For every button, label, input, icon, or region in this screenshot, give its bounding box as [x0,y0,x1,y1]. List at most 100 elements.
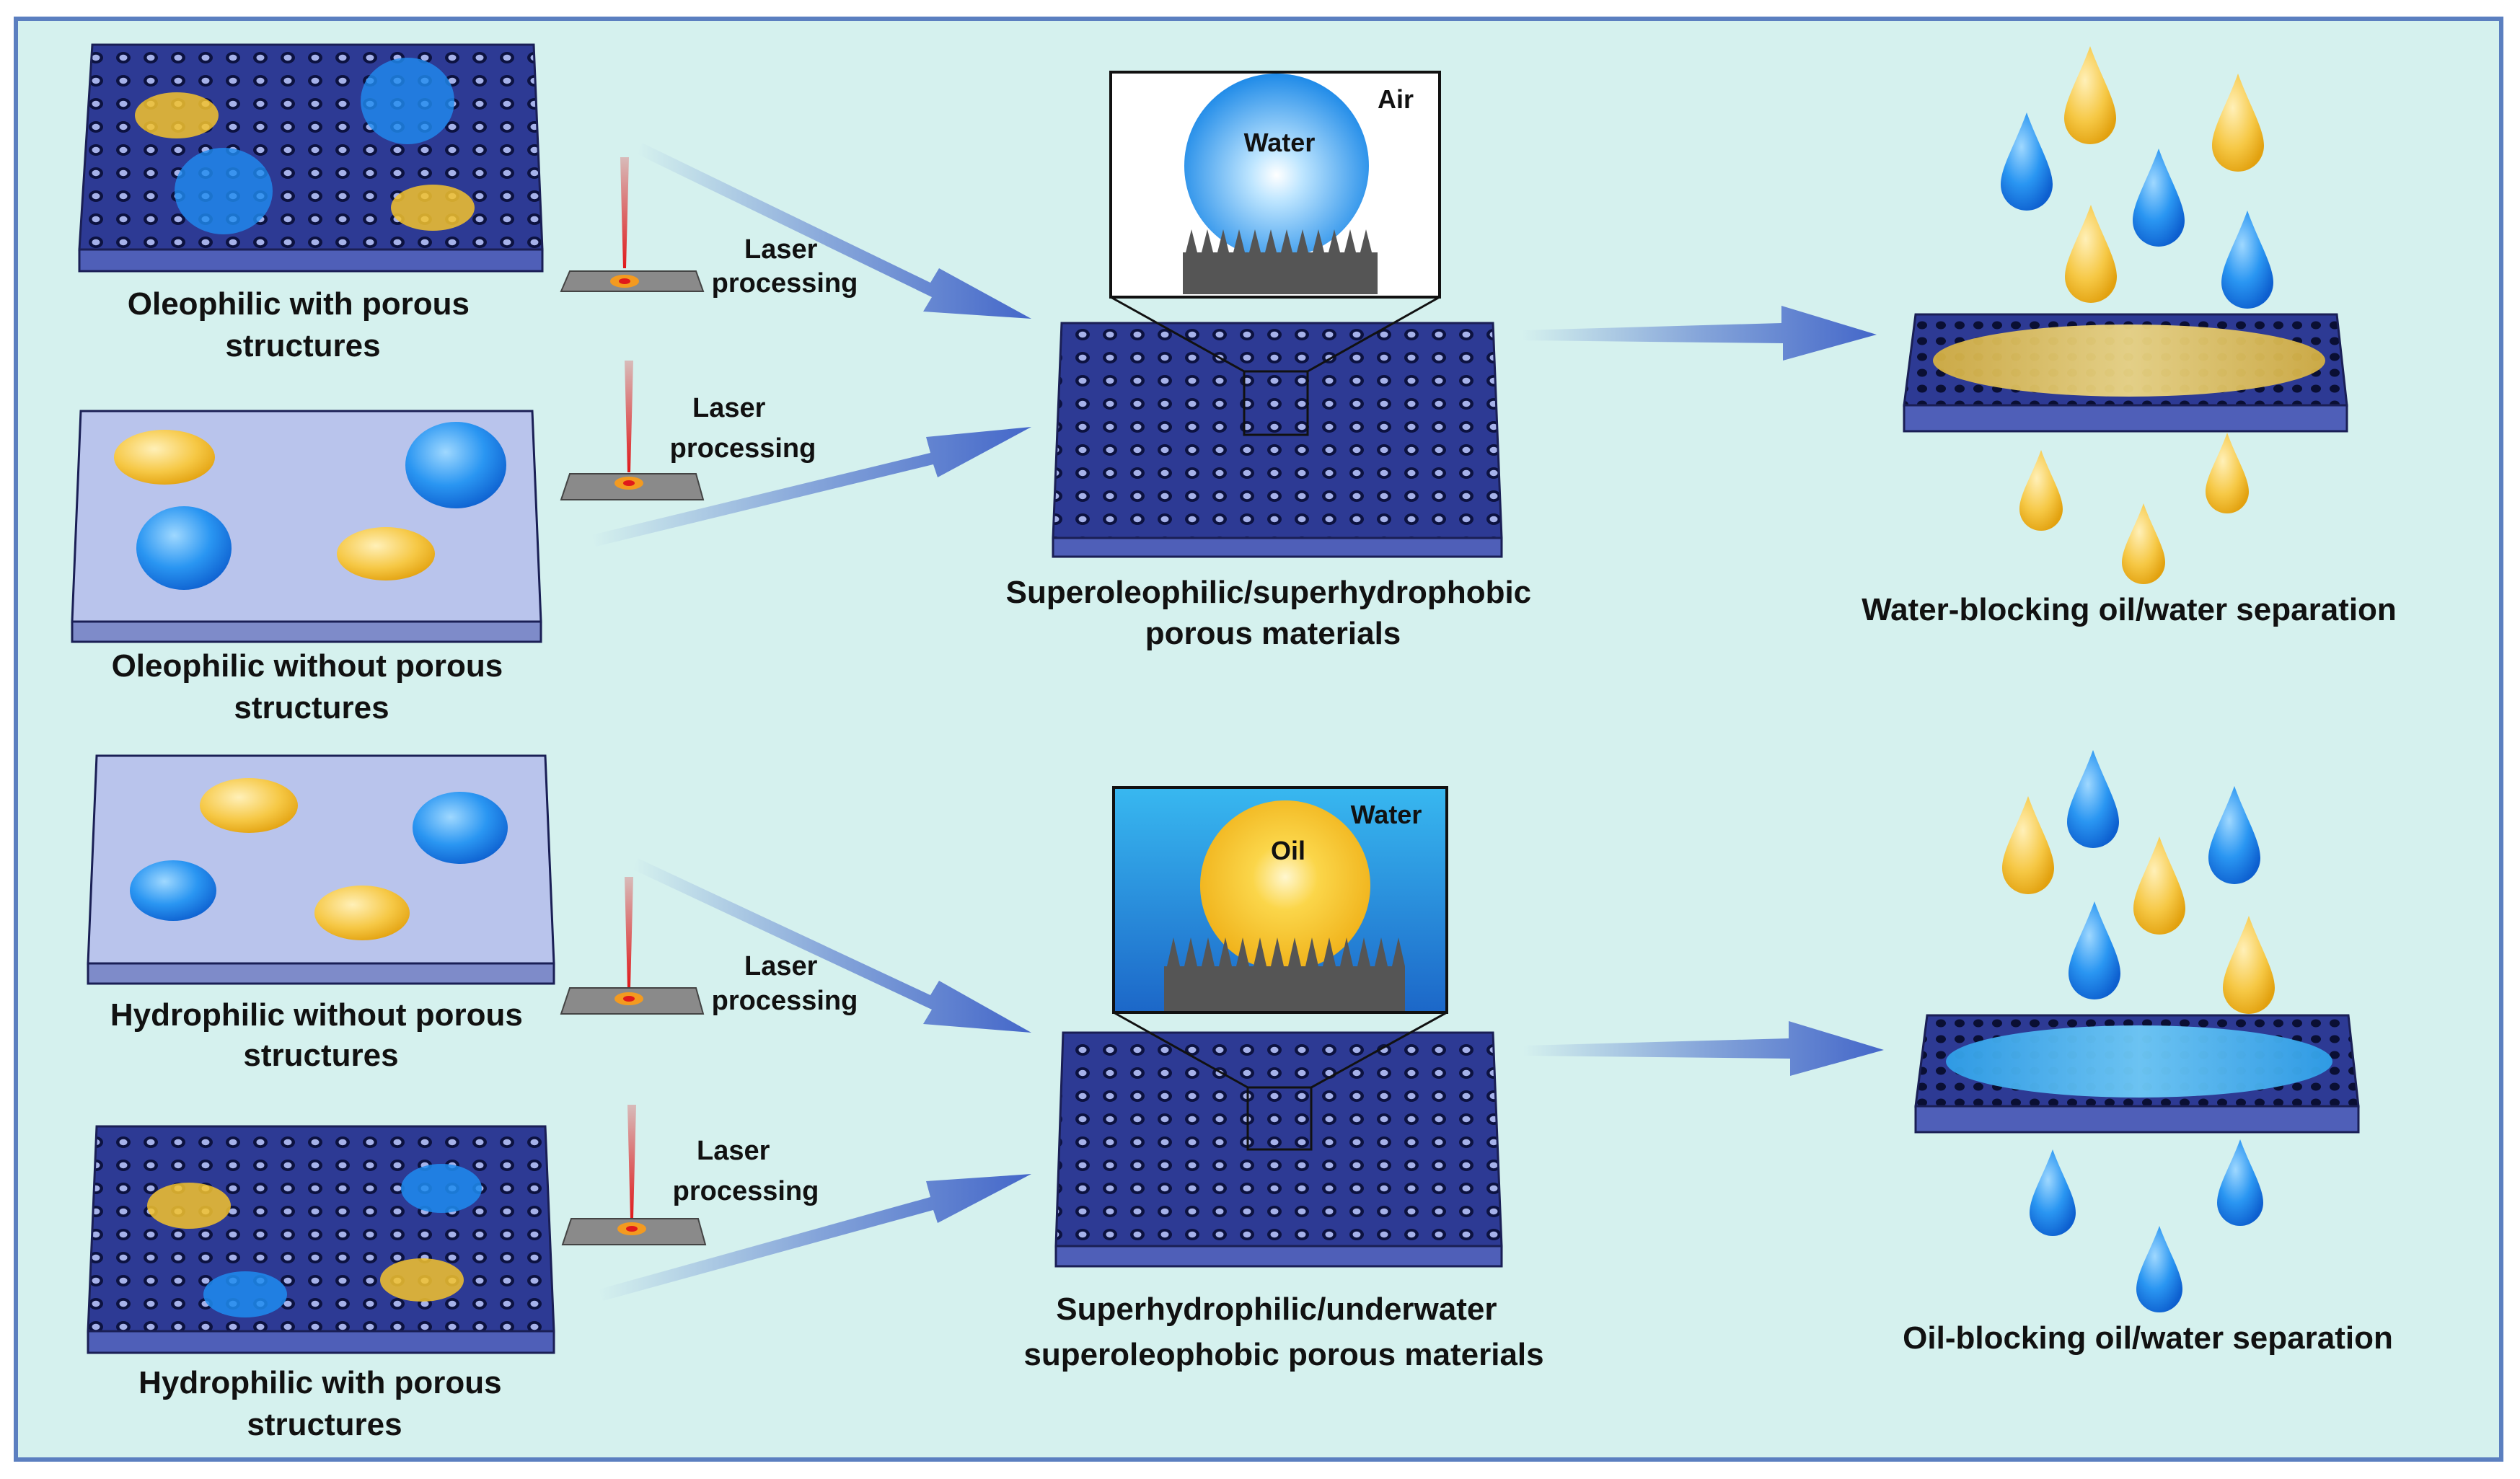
zoom-line [1113,1011,1248,1089]
water-drop-icon [2001,112,2053,211]
oil-spot [200,778,298,833]
droplets-below-bottom [2030,1139,2263,1312]
micro-pillars-base [1183,252,1378,294]
droplets-below-top [2019,433,2249,584]
micro-pillars [1186,229,1372,252]
laser-station-3 [560,877,705,1015]
laser-beam-icon [625,877,633,988]
zoom-line [1110,296,1245,373]
water-drop-icon [2069,901,2120,999]
oil-film [1933,325,2325,397]
laser-spot-core [626,1226,638,1232]
oil-spot [114,430,215,485]
laser-station-2 [560,361,705,500]
oil-spot [337,527,435,580]
zoom-region [1246,1086,1313,1151]
oil-drop-icon [2133,836,2185,935]
laser-beam-icon [625,361,633,472]
zoom-line [1310,1011,1448,1089]
water-spot [130,860,216,921]
water-drop-icon [2221,211,2273,309]
water-drop-icon [2208,786,2260,884]
slab-side [71,620,542,643]
laser-spot-core [623,996,635,1002]
input-hydrophilic-nonporous [87,754,555,985]
water-drop-icon [2217,1139,2263,1226]
oil-spot [314,886,410,940]
slab-top [87,1125,555,1333]
input-hydrophilic-porous [87,1125,555,1354]
oil-drop-icon [2002,796,2054,894]
slab-side [87,962,555,985]
water-drop-icon [2136,1226,2182,1312]
inset-label-oil: Oil [1271,836,1305,865]
droplets-above-bottom [2002,750,2275,1014]
laser-label-2: Laser processing [670,393,816,464]
slab-top [78,43,544,251]
laser-beam-icon [620,157,629,268]
membrane-side [1903,404,2348,433]
zoom-line [1307,296,1440,373]
inset-air-water: Air Water [1109,71,1441,299]
oil-spot [135,92,219,138]
process-arrow [591,427,1031,547]
water-droplet [1184,74,1369,258]
water-spot [401,1164,482,1213]
laser-spot-core [623,480,635,486]
caption-superhydrophobic: Superoleophilic/superhydrophobic porous … [1006,575,1541,651]
slab-side [78,248,544,273]
process-arrow [599,1174,1031,1301]
process-arrow [1522,306,1877,361]
oil-drop-icon [2212,74,2264,172]
water-film [1946,1025,2332,1098]
laser-label-4: Laser processing [673,1136,819,1206]
droplets-above-top [2001,46,2273,309]
process-arrow [633,858,1031,1033]
caption-oleophilic-porous: Oleophilic with porous structures [128,286,478,363]
laser-label-3: Laser processing [712,951,858,1016]
caption-superhydrophilic: Superhydrophilic/underwater superoleopho… [1023,1292,1543,1372]
slab-side [87,1330,555,1354]
slab-side [1054,1245,1503,1268]
inset-label-air: Air [1378,84,1414,114]
slab-side [1052,537,1503,558]
oil-spot [147,1183,231,1229]
caption-hydrophilic-nonporous: Hydrophilic without porous structures [110,997,532,1073]
input-oleophilic-porous [78,43,544,273]
oil-drop-icon [2019,450,2063,531]
water-spot [203,1271,287,1317]
zoom-region [1243,370,1309,436]
inset-water-oil: Water Oil [1112,786,1448,1014]
oil-drop-icon [2223,916,2275,1014]
water-spot [405,422,506,508]
oil-droplet [1200,800,1370,971]
micro-pillars-base [1164,966,1405,1011]
separation-water-blocking [1903,313,2348,433]
oil-drop-icon [2122,503,2165,584]
oil-spot [380,1258,464,1302]
caption-water-blocking: Water-blocking oil/water separation [1862,592,2397,627]
inset-label-water: Water [1244,128,1316,157]
separation-oil-blocking [1914,1014,2360,1134]
slab-top [87,754,555,965]
oil-spot [391,185,475,231]
water-drop-icon [2133,149,2185,247]
laser-spot-core [619,278,630,284]
membrane-side [1914,1105,2360,1134]
material-superhydrophilic [1054,1011,1503,1268]
laser-station-1 [560,157,705,292]
oil-drop-icon [2206,433,2249,513]
water-spot [136,506,232,590]
inset-label-water: Water [1351,800,1422,829]
material-superhydrophobic [1052,296,1503,558]
oil-drop-icon [2064,46,2116,144]
oil-drop-icon [2065,205,2117,303]
water-spot [175,148,273,234]
water-drop-icon [2030,1149,2076,1236]
process-arrow [638,143,1031,319]
water-spot [413,792,508,864]
caption-oil-blocking: Oil-blocking oil/water separation [1903,1320,2393,1356]
laser-beam-icon [627,1105,636,1219]
input-oleophilic-nonporous [71,410,542,643]
